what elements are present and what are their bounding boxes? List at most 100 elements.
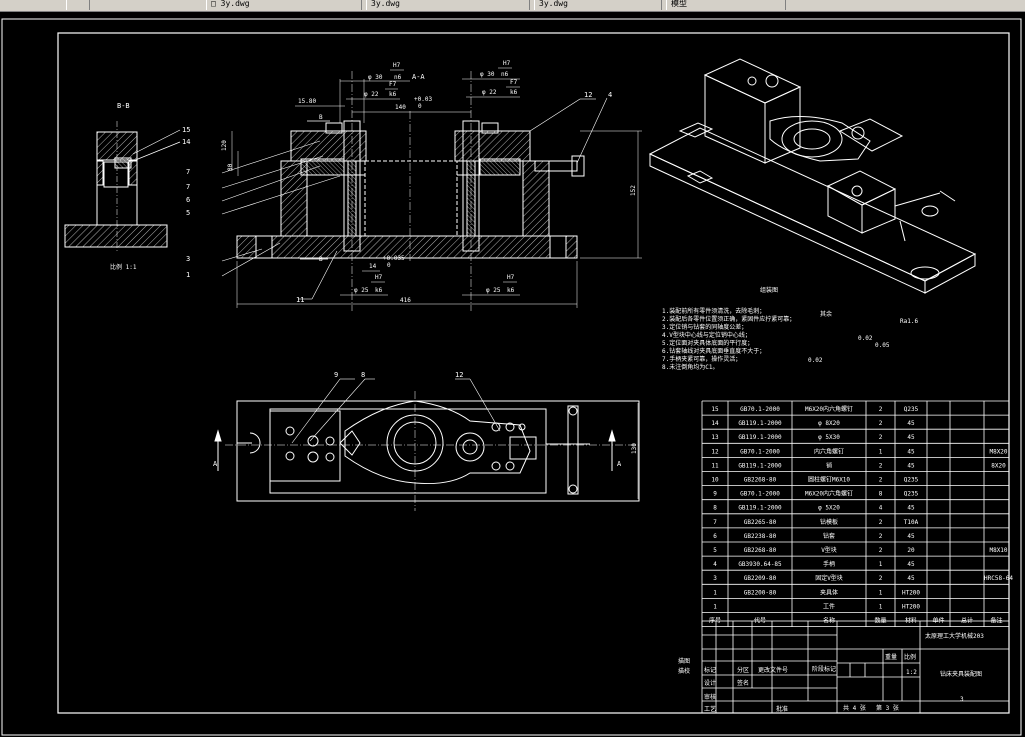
note-value-2: 0.05 — [875, 342, 890, 349]
bom-header-code: 代号 — [754, 617, 766, 625]
bom-row-11-qty: 1 — [879, 561, 883, 568]
bom-row-13-no: 1 — [713, 589, 717, 596]
leader-8: 8 — [361, 371, 365, 379]
title-block — [701, 620, 1010, 714]
title-block-text: 太原理工大学机械203 钻床夹具装配图 3 重量 比例 1:2 标记 分区 更改… — [678, 632, 984, 713]
note-line-5: 5.定位面对夹具体底面的平行度； — [662, 339, 753, 347]
dim-f7-right: F7 — [510, 79, 518, 86]
bom-row-1-qty: 2 — [879, 420, 883, 427]
dim-d22-left: φ 22 — [364, 91, 379, 98]
tb-sign: 签名 — [737, 679, 749, 687]
dim-tol-bottom: +0.035 — [383, 255, 405, 262]
bom-row-4-note: 8X20 — [991, 462, 1006, 469]
leader-1: 1 — [186, 271, 190, 279]
bom-row-13-mat: HT200 — [902, 589, 920, 596]
note-value-4: Ra1.6 — [900, 318, 918, 325]
bom-row-11-no: 4 — [713, 561, 717, 568]
bom-row-9-qty: 2 — [879, 533, 883, 540]
bom-row-9-name: 钻套 — [823, 532, 835, 540]
dim-h7-bottom-left: H7 — [375, 274, 383, 281]
dim-416: 416 — [400, 297, 411, 304]
section-bb-view: B-B 15 14 比例 1:1 — [64, 102, 190, 271]
scale-note: 比例 1:1 — [110, 263, 137, 271]
bom-row-7-qty: 4 — [879, 505, 883, 512]
leader-14: 14 — [182, 138, 190, 146]
bom-row-2-name: φ 5X30 — [818, 434, 840, 441]
dim-k6-bottom-right: k6 — [507, 287, 515, 294]
bom-row-6-code: GB70.1-2000 — [740, 491, 780, 498]
scale-value: 1:2 — [906, 669, 917, 676]
leader-11: 11 — [296, 296, 304, 304]
note-line-7: 7.手柄夹紧可靠，操作灵活； — [662, 355, 741, 363]
bom-row-8-mat: T10A — [904, 519, 919, 526]
bom-row-4-code: GB119.1-2000 — [738, 462, 782, 469]
dim-tol-bottom-zero: 0 — [387, 262, 391, 269]
bom-row-3-no: 12 — [711, 448, 719, 455]
bom-row-14-mat: HT200 — [902, 603, 920, 610]
bom-row-2-code: GB119.1-2000 — [738, 434, 782, 441]
assembly-label: 组装图 — [760, 286, 778, 294]
bom-row-11-mat: 45 — [907, 561, 915, 568]
dim-h7-bottom-right: H7 — [507, 274, 515, 281]
note-line-6: 6.钻套轴线对夹具底面垂直度不大于； — [662, 347, 765, 355]
section-mark-a-right: A — [617, 460, 622, 468]
section-mark-a-left: A — [213, 460, 218, 468]
bom-row-9-code: GB2238-80 — [744, 533, 777, 540]
dim-f7-left: F7 — [389, 81, 397, 88]
bom-row-10-no: 5 — [713, 547, 717, 554]
bom-row-8-no: 7 — [713, 519, 717, 526]
file-tab-3[interactable]: 3y.dwg — [534, 0, 662, 10]
dim-k6-right: k6 — [510, 89, 518, 96]
leader-3: 3 — [186, 255, 190, 263]
bom-row-0-no: 15 — [711, 406, 719, 413]
bom-row-1-mat: 45 — [907, 420, 915, 427]
leader-5: 5 — [186, 209, 190, 217]
bom-row-8-qty: 2 — [879, 519, 883, 526]
section-bb-label: B-B — [117, 102, 130, 110]
plan-view-labels: A A 130 9 8 12 — [213, 371, 638, 468]
bom-header-total: 总计 — [961, 617, 973, 625]
file-tab-4[interactable]: 模型 — [666, 0, 786, 10]
dim-152: 152 — [630, 185, 637, 196]
dim-130: 130 — [631, 443, 638, 454]
file-tab-bar: □ 3y.dwg 3y.dwg 3y.dwg 模型 — [0, 0, 1025, 12]
note-line-1: 1.装配前所有零件须清洗，去除毛刺； — [662, 307, 765, 315]
bom-row-10-name: V型块 — [821, 546, 837, 554]
dim-120: 120 — [221, 140, 228, 151]
bom-row-10-mat: 20 — [907, 547, 915, 554]
bom-row-2-no: 13 — [711, 434, 719, 441]
bom-row-3-note: M8X20 — [989, 448, 1007, 455]
dim-d30-left: φ 30 — [368, 74, 383, 81]
bom-row-12-code: GB2209-80 — [744, 575, 777, 582]
note-value-1: 0.02 — [858, 335, 873, 342]
bom-header-unit: 单件 — [932, 617, 944, 625]
bom-row-5-mat: Q235 — [904, 477, 919, 484]
dim-d25-right: φ 25 — [486, 287, 501, 294]
file-tab-1[interactable]: □ 3y.dwg — [206, 0, 362, 10]
bom-row-12-name: 固定V型块 — [815, 574, 843, 582]
note-side: 其余 — [820, 310, 832, 318]
tb-process: 工艺 — [704, 705, 716, 713]
inner-border — [57, 32, 1010, 714]
note-value-3: 0.02 — [808, 357, 823, 364]
tb-left2: 描校 — [678, 667, 690, 675]
file-tab-0[interactable] — [66, 0, 90, 10]
bom-row-5-code: GB2268-80 — [744, 477, 777, 484]
plan-view — [214, 378, 640, 511]
leader-15: 15 — [182, 126, 190, 134]
bom-row-7-code: GB119.1-2000 — [738, 505, 782, 512]
bom-row-3-code: GB70.1-2000 — [740, 448, 780, 455]
drawing-canvas[interactable]: B-B 15 14 比例 1:1 A-A — [0, 11, 1025, 737]
scale-label: 比例 — [904, 653, 916, 661]
bom-row-6-name: M6X20内六角螺钉 — [805, 490, 853, 498]
tb-sheets-total: 共 4 张 — [843, 704, 866, 712]
bom-row-6-no: 9 — [713, 491, 717, 498]
bom-row-8-name: 钻模板 — [820, 518, 838, 526]
leader-7b: 7 — [186, 183, 190, 191]
bom-row-0-qty: 2 — [879, 406, 883, 413]
dim-h7-top-left: H7 — [393, 62, 401, 69]
bom-row-2-mat: 45 — [907, 434, 915, 441]
bom-row-13-code: GB2200-80 — [744, 589, 777, 596]
file-tab-2[interactable]: 3y.dwg — [366, 0, 530, 10]
